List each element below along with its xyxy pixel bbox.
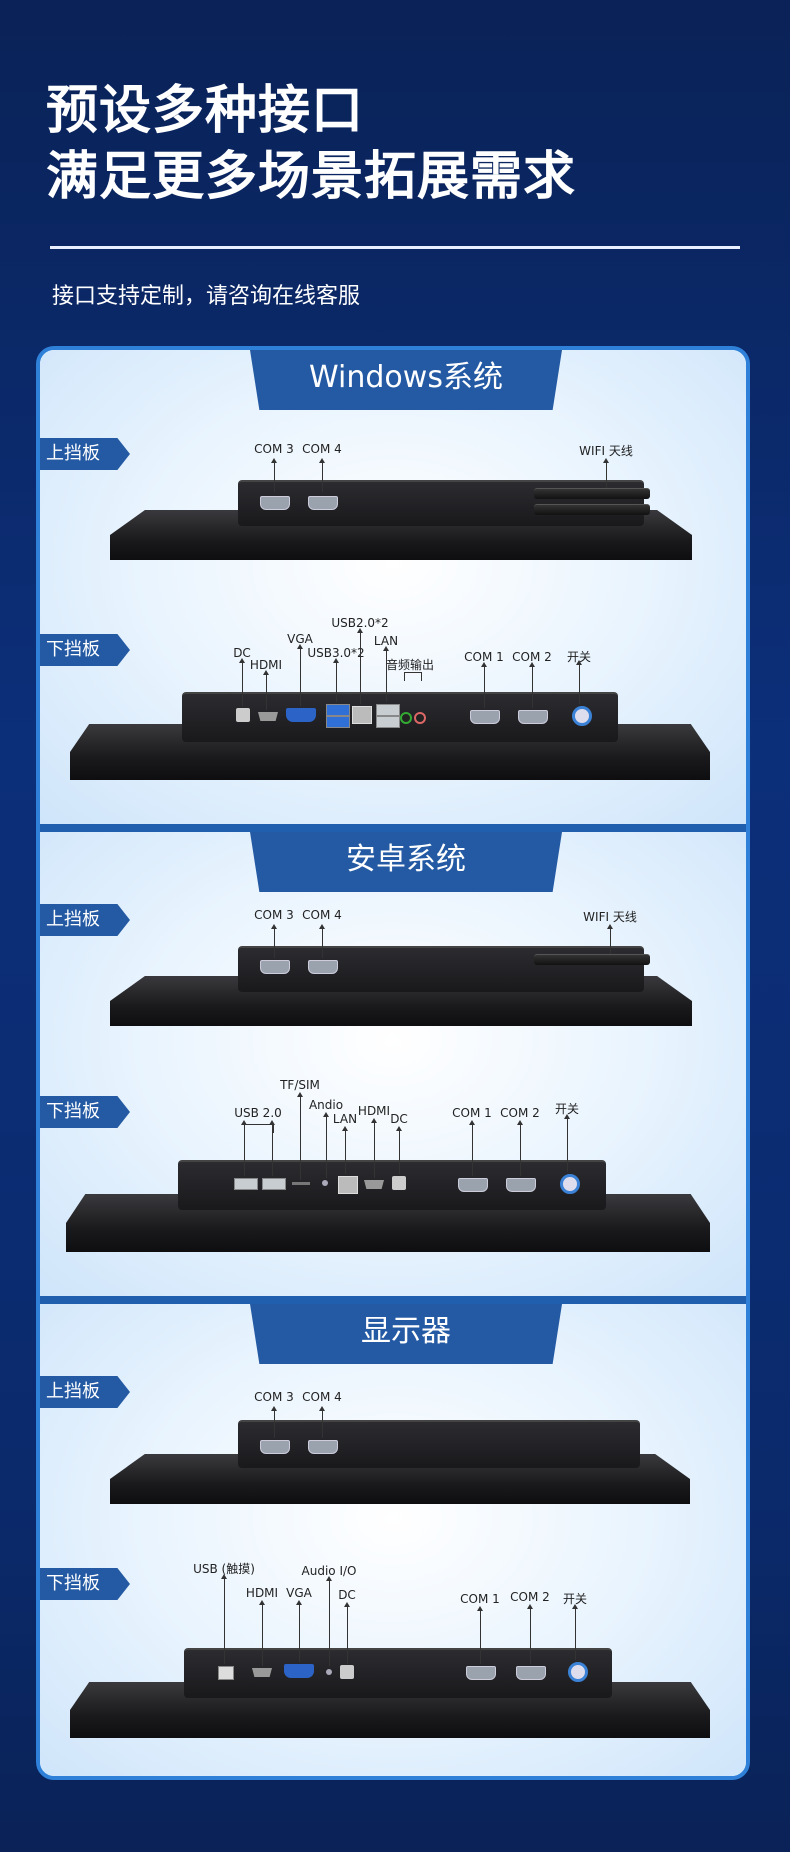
pointer-arrow <box>259 1600 265 1666</box>
port-label: COM 3 <box>254 908 294 922</box>
port-label: 开关 <box>566 650 592 664</box>
top-panel-image: COM 3 COM 4 <box>90 1390 710 1522</box>
port-label: COM 1 <box>452 1106 492 1120</box>
hero-title: 预设多种接口 满足更多场景拓展需求 <box>46 78 576 210</box>
pointer-arrow <box>239 658 245 706</box>
port-label: COM 1 <box>464 650 504 664</box>
pointer-arrow <box>271 1406 277 1438</box>
port-label: 音频输出 <box>385 658 435 672</box>
bottom-panel-badge: 下挡板 <box>40 634 130 666</box>
pointer-arrow <box>564 1114 570 1172</box>
section-monitor: 显示器 上挡板 下挡板 COM 3 COM 4 USB (触摸) HDMI <box>40 1304 746 1776</box>
pointer-arrow <box>221 1574 227 1664</box>
pointer-arrow <box>344 1602 350 1664</box>
pointer-arrow <box>271 458 277 492</box>
port-label: COM 2 <box>500 1106 540 1120</box>
section-divider <box>40 1296 746 1304</box>
port-label: WIFI 天线 <box>583 910 637 924</box>
section-tab[interactable]: Windows系统 <box>250 350 562 410</box>
port-label: HDMI <box>249 658 283 672</box>
audio-bracket <box>404 672 422 681</box>
hero-title-line1: 预设多种接口 <box>46 81 365 141</box>
pointer-arrow <box>477 1606 483 1664</box>
section-divider <box>40 824 746 832</box>
pointer-arrow <box>241 1120 247 1176</box>
pointer-arrow <box>529 662 535 708</box>
pointer-arrow <box>323 1112 329 1178</box>
top-panel-image: COM 3 COM 4 WIFI 天线 <box>90 908 710 1040</box>
pointer-arrow <box>342 1126 348 1174</box>
usb-bracket <box>244 1124 274 1133</box>
port-label: WIFI 天线 <box>579 444 633 458</box>
pointer-arrow <box>396 1126 402 1174</box>
pointer-arrow <box>572 1604 578 1660</box>
port-label: USB3.0*2 <box>307 646 365 660</box>
hero-title-line2: 满足更多场景拓展需求 <box>46 147 577 207</box>
port-label: COM 4 <box>302 1390 342 1404</box>
pointer-arrow <box>481 662 487 708</box>
pointer-arrow <box>319 1406 325 1438</box>
port-label: Audio I/O <box>301 1564 357 1578</box>
section-android: 安卓系统 上挡板 下挡板 COM 3 COM 4 WIFI 天线 <box>40 832 746 1296</box>
pointer-arrow <box>326 1576 332 1666</box>
port-label: COM 3 <box>254 1390 294 1404</box>
pointer-arrow <box>517 1120 523 1176</box>
interface-frame: Windows系统 上挡板 下挡板 COM 3 COM 4 WIFI 天线 <box>36 346 750 1780</box>
port-label: 开关 <box>554 1102 580 1116</box>
port-label: USB2.0*2 <box>331 616 389 630</box>
pointer-arrow <box>319 924 325 958</box>
port-label: HDMI <box>245 1586 279 1600</box>
port-label: Andio <box>308 1098 344 1112</box>
bottom-panel-image: DC HDMI VGA USB3.0*2 USB2.0*2 LAN 音频输出 C… <box>70 616 730 812</box>
port-label: COM 4 <box>302 908 342 922</box>
bottom-panel-image: USB 2.0 TF/SIM Andio LAN HDMI DC COM 1 C… <box>66 1078 736 1284</box>
pointer-arrow <box>296 1600 302 1662</box>
pointer-arrow <box>603 458 609 488</box>
section-tab[interactable]: 显示器 <box>250 1304 562 1364</box>
pointer-arrow <box>576 660 582 704</box>
top-panel-badge: 上挡板 <box>40 438 130 470</box>
port-label: DC <box>338 1588 356 1602</box>
port-label: HDMI <box>357 1104 391 1118</box>
top-panel-image: COM 3 COM 4 WIFI 天线 <box>90 442 710 570</box>
section-windows: Windows系统 上挡板 下挡板 COM 3 COM 4 WIFI 天线 <box>40 350 746 824</box>
port-label: COM 4 <box>302 442 342 456</box>
port-label: TF/SIM <box>280 1078 320 1092</box>
pointer-arrow <box>297 1092 303 1180</box>
port-label: COM 1 <box>460 1592 500 1606</box>
pointer-arrow <box>263 670 269 710</box>
hero-subtitle: 接口支持定制，请咨询在线客服 <box>52 284 361 309</box>
bottom-panel-badge: 下挡板 <box>40 1096 130 1128</box>
port-label: COM 2 <box>512 650 552 664</box>
port-label: VGA <box>286 1586 312 1600</box>
pointer-arrow <box>297 644 303 706</box>
port-label: LAN <box>332 1112 358 1126</box>
pointer-arrow <box>333 658 339 702</box>
bottom-panel-badge: 下挡板 <box>40 1568 130 1600</box>
pointer-arrow <box>271 924 277 958</box>
bottom-panel-image: USB (触摸) HDMI VGA Audio I/O DC COM 1 COM… <box>70 1562 730 1766</box>
pointer-arrow <box>607 924 613 954</box>
port-label: DC <box>390 1112 408 1126</box>
usb-b-port <box>218 1666 234 1680</box>
section-tab[interactable]: 安卓系统 <box>250 832 562 892</box>
port-label: USB (触摸) <box>193 1562 255 1576</box>
port-label: 开关 <box>562 1592 588 1606</box>
top-panel-badge: 上挡板 <box>40 904 130 936</box>
pointer-arrow <box>469 1120 475 1176</box>
pointer-arrow <box>269 1120 275 1176</box>
port-label: DC <box>233 646 251 660</box>
pointer-arrow <box>319 458 325 492</box>
top-panel-badge: 上挡板 <box>40 1376 130 1408</box>
pointer-arrow <box>357 628 363 704</box>
port-label: COM 3 <box>254 442 294 456</box>
port-label: LAN <box>373 634 399 648</box>
pointer-arrow <box>383 646 389 702</box>
port-label: COM 2 <box>510 1590 550 1604</box>
port-label: VGA <box>287 632 313 646</box>
pointer-arrow <box>371 1118 377 1178</box>
hero-divider <box>50 246 740 249</box>
pointer-arrow <box>527 1604 533 1664</box>
port-label: USB 2.0 <box>234 1106 282 1120</box>
